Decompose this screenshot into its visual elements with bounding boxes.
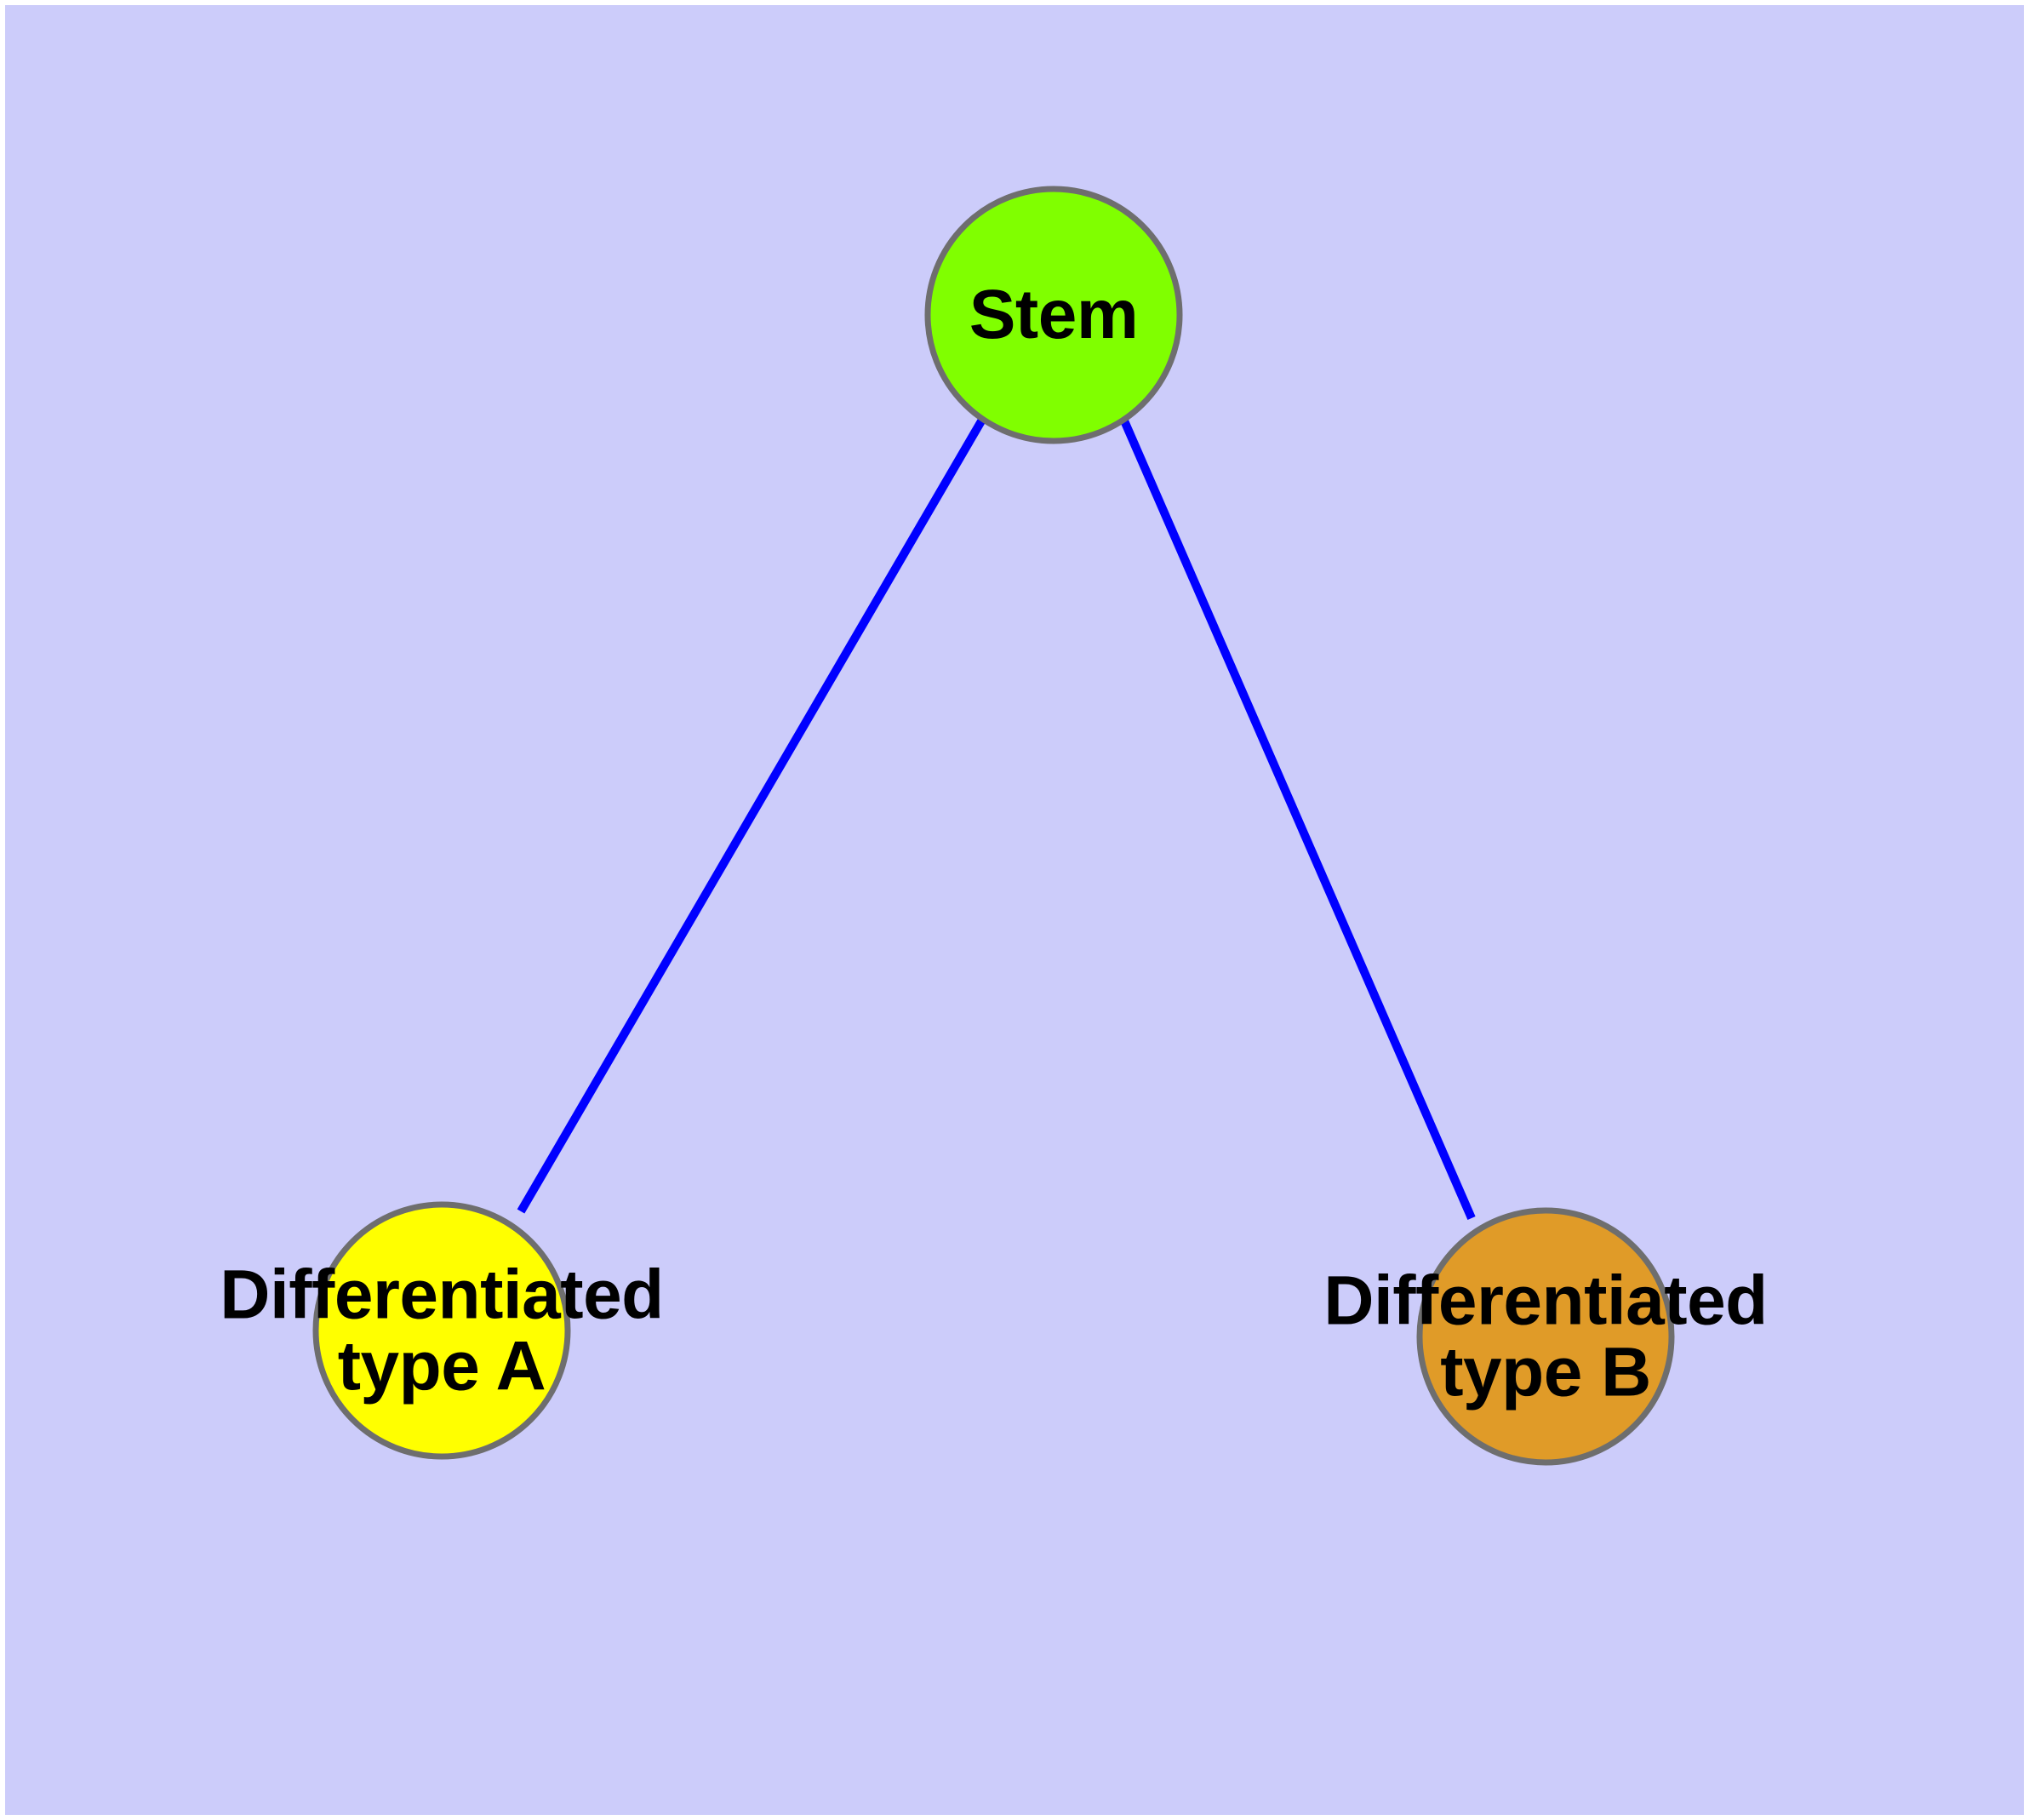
edge-group xyxy=(517,417,1476,1220)
edge-stem-to-diff-b[interactable] xyxy=(1119,417,1476,1220)
node-differentiated-type-b[interactable] xyxy=(1416,1207,1675,1466)
node-differentiated-type-a[interactable] xyxy=(312,1201,571,1460)
node-stem[interactable] xyxy=(924,186,1183,444)
node-group xyxy=(312,186,1675,1466)
edge-stem-to-diff-a[interactable] xyxy=(517,417,986,1214)
